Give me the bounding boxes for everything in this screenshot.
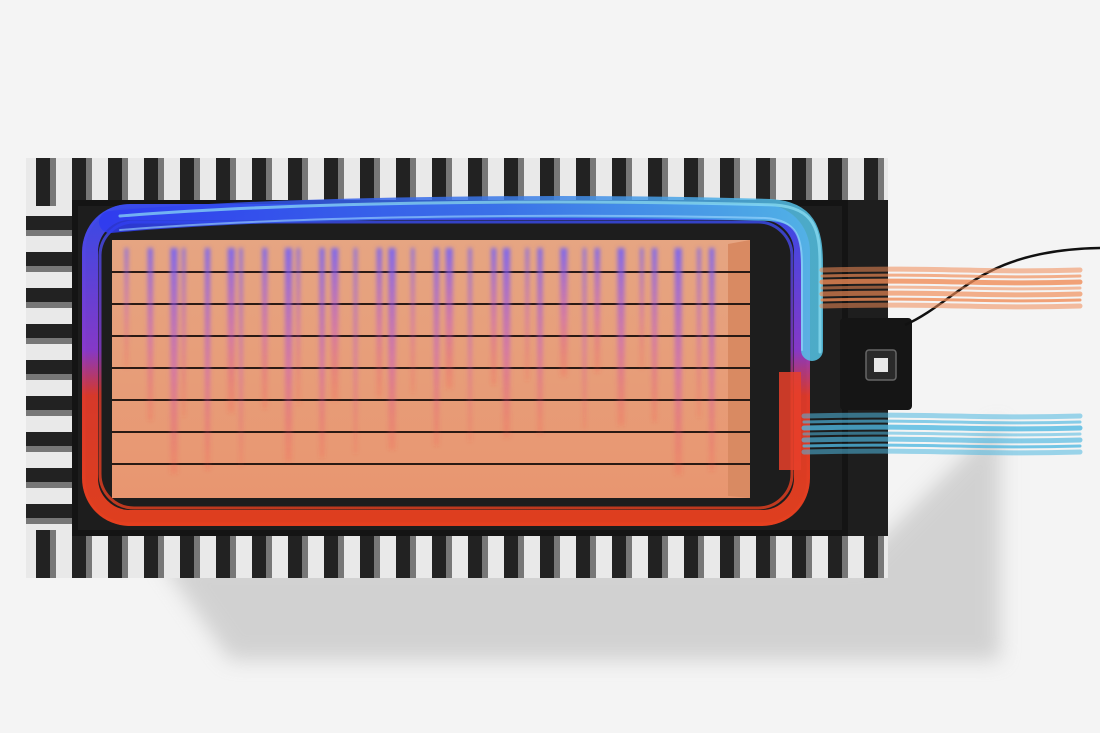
- power-cable: [904, 246, 1100, 327]
- airflow-streak: [560, 248, 568, 377]
- airflow-streak: [354, 248, 357, 454]
- airflow-streak: [525, 248, 529, 381]
- exhaust-airflow: [819, 266, 1083, 310]
- airflow-streak: [388, 248, 396, 450]
- airflow-streak: [468, 248, 472, 442]
- airflow-streak: [285, 248, 292, 462]
- airflow-streak: [503, 248, 510, 438]
- intake-strand: [801, 436, 1083, 444]
- shadow: [160, 420, 1000, 660]
- airflow-streak: [537, 248, 543, 434]
- airflow-streak: [239, 248, 243, 466]
- airflow-streak: [227, 248, 235, 413]
- intake-strand: [801, 412, 1083, 420]
- airflow-streak: [411, 248, 415, 393]
- airflow-streak: [617, 248, 625, 426]
- exhaust-strand: [819, 278, 1083, 286]
- exhaust-strand: [819, 266, 1083, 274]
- intake-strand: [801, 424, 1083, 432]
- intake-strand: [802, 419, 1082, 425]
- airflow-streak: [709, 248, 715, 471]
- airflow-streak: [182, 248, 186, 417]
- cargo-block: [112, 240, 750, 498]
- airflow-streak: [205, 248, 210, 470]
- airflow-streak: [262, 248, 268, 409]
- airflow-streak: [697, 248, 701, 418]
- airflow-streak: [170, 248, 178, 474]
- airflow-streak: [147, 248, 153, 421]
- airflow-streak: [594, 248, 600, 373]
- cargo-layer-lines: [112, 271, 750, 465]
- airflow-streak: [640, 248, 644, 369]
- airflow-streak: [434, 248, 439, 446]
- airflow-streak: [652, 248, 657, 422]
- airflow-streak: [376, 248, 382, 397]
- airflow-streak: [125, 248, 128, 368]
- exhaust-strand: [820, 285, 1082, 291]
- intake-strand: [801, 448, 1083, 456]
- airflow-streak: [583, 248, 586, 430]
- airflow-streak: [491, 248, 497, 385]
- airflow-streak: [331, 248, 339, 401]
- exhaust-strand: [820, 297, 1082, 303]
- exhaust-strand: [819, 302, 1083, 310]
- intake-strand: [802, 443, 1082, 449]
- airflow-streak: [445, 248, 453, 389]
- vertical-airflow-streaks: [125, 248, 715, 475]
- exhaust-strand: [820, 273, 1082, 279]
- airflow-streak: [296, 248, 300, 405]
- exhaust-strand: [819, 290, 1083, 298]
- refrigeration-unit: [840, 318, 912, 410]
- cold-airflow-top: [99, 196, 823, 361]
- airflow-streak: [674, 248, 682, 475]
- airflow-streak: [319, 248, 325, 458]
- intake-strand: [802, 431, 1082, 437]
- intake-airflow: [801, 412, 1083, 456]
